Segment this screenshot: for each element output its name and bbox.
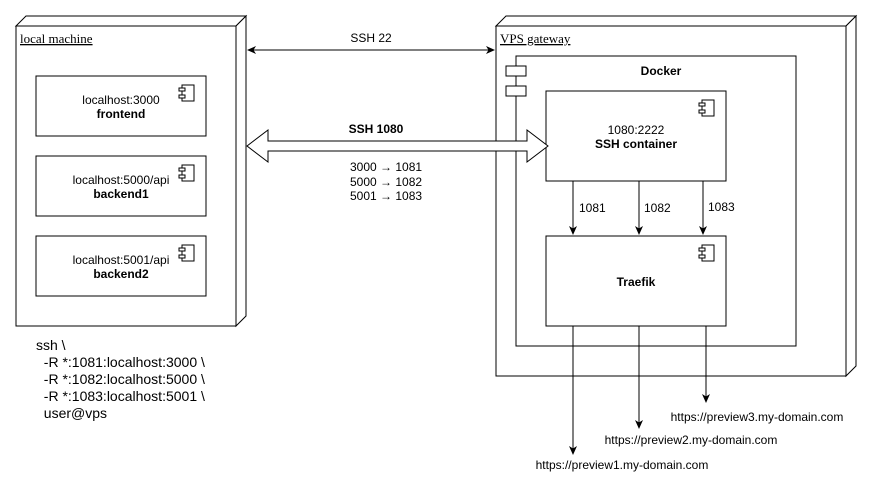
url-arrows: https://preview1.my-domain.com https://p…: [536, 326, 844, 472]
command-line: -R *:1083:localhost:5001 \: [36, 388, 205, 404]
component-icon: [178, 84, 195, 102]
traefik-component: Traefik: [545, 235, 727, 327]
port-label-1082: 1082: [644, 201, 671, 215]
port-mapping-line: 3000 → 1081: [350, 160, 422, 174]
command-line: -R *:1081:localhost:3000 \: [36, 354, 205, 370]
ssh-container-ports: 1080:2222: [608, 123, 665, 137]
vps-gateway-title: VPS gateway: [500, 31, 571, 46]
frontend-address: localhost:3000: [82, 93, 160, 107]
component-icon: [698, 99, 715, 117]
component-icon: [178, 244, 195, 262]
frontend-component: localhost:3000 frontend: [35, 75, 207, 137]
port-mapping-line: 5001 → 1083: [350, 189, 422, 203]
port-label-1081: 1081: [579, 201, 606, 215]
port-label-1083: 1083: [708, 200, 735, 214]
ssh-command: ssh \ -R *:1081:localhost:3000 \ -R *:10…: [36, 337, 205, 421]
component-icon: [698, 244, 715, 262]
url-preview3: https://preview3.my-domain.com: [671, 410, 844, 424]
ssh-container-label: SSH container: [595, 137, 677, 151]
module-tab-icon: [505, 85, 527, 97]
backend1-label: backend1: [93, 187, 149, 201]
ssh22-label: SSH 22: [350, 31, 392, 45]
ssh22-connection: SSH 22: [247, 31, 495, 54]
command-line: ssh \: [36, 337, 66, 353]
backend1-component: localhost:5000/api backend1: [35, 155, 207, 217]
module-tab-icon: [505, 65, 527, 77]
backend2-component: localhost:5001/api backend2: [35, 235, 207, 297]
frontend-label: frontend: [97, 107, 146, 121]
port-arrows: 1081 1082 1083: [569, 181, 735, 235]
docker-label: Docker: [641, 64, 682, 78]
url-preview1: https://preview1.my-domain.com: [536, 458, 709, 472]
command-line: user@vps: [36, 405, 107, 421]
ssh-container-component: 1080:2222 SSH container: [545, 90, 727, 182]
url-preview2: https://preview2.my-domain.com: [605, 433, 778, 447]
backend2-label: backend2: [93, 267, 149, 281]
local-machine-title: local machine: [20, 31, 93, 46]
command-line: -R *:1082:localhost:5000 \: [36, 371, 205, 387]
component-icon: [178, 164, 195, 182]
ssh1080-label: SSH 1080: [349, 122, 404, 136]
port-mapping-line: 5000 → 1082: [350, 175, 422, 189]
traefik-label: Traefik: [617, 275, 656, 289]
backend1-address: localhost:5000/api: [73, 173, 170, 187]
ssh1080-tunnel: SSH 1080 3000 → 1081 5000 → 1082 5001 → …: [246, 122, 549, 203]
backend2-address: localhost:5001/api: [73, 253, 170, 267]
